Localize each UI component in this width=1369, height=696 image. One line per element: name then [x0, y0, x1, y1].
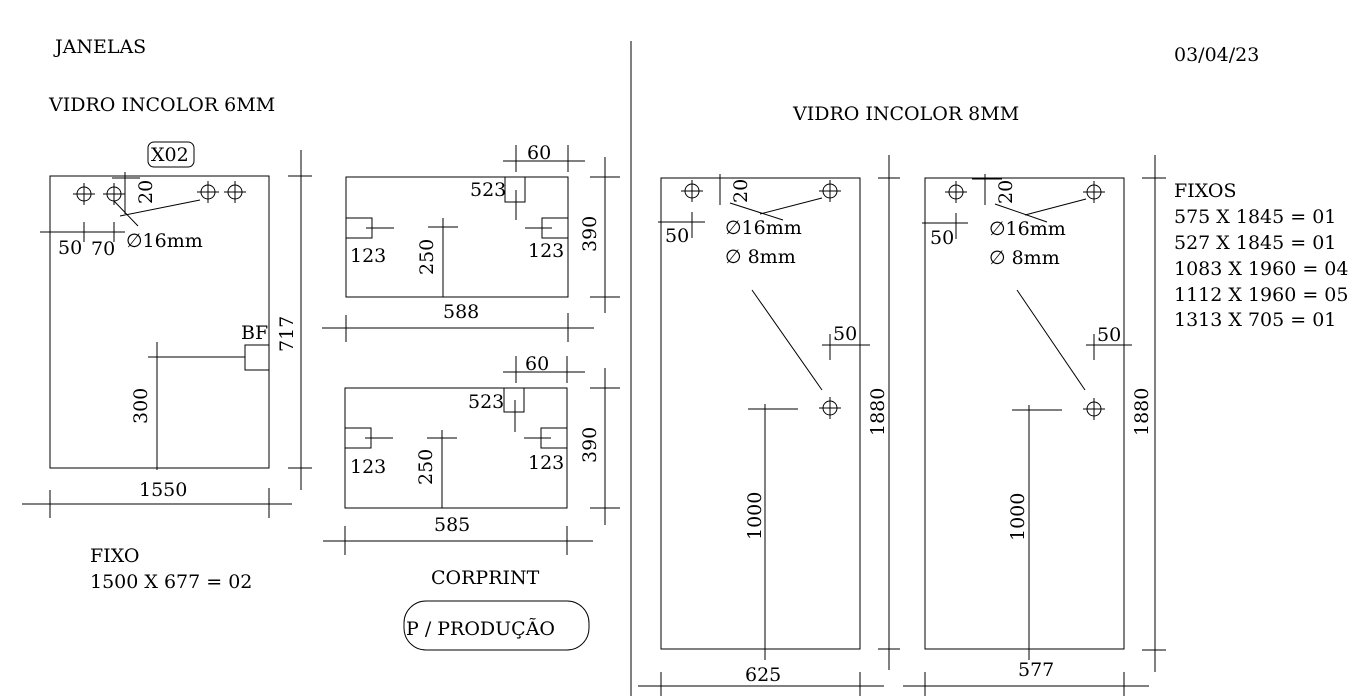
panel-c-dim-20: 20 [995, 180, 1017, 204]
glass-spec-right: VIDRO INCOLOR 8MM [792, 103, 1019, 125]
detail-bottom-dim-123-right: 123 [528, 452, 564, 474]
detail-top-width: 588 [443, 301, 479, 323]
fixos-list-item: 1112 X 1960 = 05 [1174, 284, 1349, 306]
panel-c-outline [924, 177, 1125, 650]
detail-bottom: 60 523 123 250 123 390 585 [323, 353, 620, 555]
panel-a-width: 1550 [139, 479, 187, 501]
fixo-left-line: 1500 X 677 = 02 [90, 571, 252, 593]
panel-c-hole [1083, 398, 1105, 420]
panel-a-tag-box [147, 141, 195, 168]
panel-a-hole-label: ∅16mm [126, 230, 203, 252]
detail-top-dim-250: 250 [416, 239, 438, 275]
panel-c-dim-1880: 1880 [1131, 388, 1153, 436]
panel-a-dim-300: 300 [130, 388, 152, 424]
production-stamp-box [403, 600, 590, 651]
production-stamp-text: P / PRODUÇÃO [406, 618, 555, 640]
leader-line [759, 197, 823, 215]
panel-c: 20 50 ∅16mm ∅ 8mm 50 1000 1880 577 [903, 155, 1166, 696]
detail-bottom-dim-250: 250 [415, 449, 437, 485]
drawing-title: JANELAS [53, 36, 146, 58]
panel-a-hole [73, 183, 95, 205]
leader-line [113, 200, 139, 227]
panel-a-dim-70: 70 [91, 238, 115, 260]
detail-top-dim-523: 523 [470, 179, 506, 201]
leader-line [1016, 289, 1086, 391]
fixos-list-item: 527 X 1845 = 01 [1174, 232, 1336, 254]
panel-c-hole-8: ∅ 8mm [989, 247, 1060, 269]
panel-b: 20 50 ∅16mm ∅ 8mm 50 1000 1880 625 [638, 155, 900, 696]
panel-b-hole-8: ∅ 8mm [725, 246, 796, 268]
fixo-left-label: FIXO [90, 545, 139, 567]
detail-top-dim-123-right: 123 [528, 240, 564, 262]
detail-top: 60 523 123 250 123 390 588 [322, 142, 620, 342]
panel-c-dim-50-side: 50 [1097, 324, 1121, 346]
panel-c-hole [1083, 181, 1105, 203]
panel-a-hole [197, 181, 219, 203]
panel-b-dim-1000: 1000 [744, 492, 766, 540]
detail-bottom-dim-123-left: 123 [350, 456, 386, 478]
corprint-label: CORPRINT [431, 567, 540, 589]
panel-b-dim-50-side: 50 [833, 323, 857, 345]
detail-bottom-width: 585 [434, 514, 470, 536]
panel-b-hole [681, 180, 703, 202]
panel-a-bf-label: BF [241, 322, 268, 344]
detail-top-outline [345, 176, 569, 298]
glass-spec-left: VIDRO INCOLOR 6MM [48, 94, 275, 116]
leader-line [1024, 198, 1087, 216]
fixos-list-item: 1083 X 1960 = 04 [1174, 258, 1349, 280]
leader-line [119, 199, 201, 217]
panel-b-hole [819, 397, 841, 419]
panel-b-outline [660, 177, 861, 650]
panel-a-outline [49, 175, 270, 469]
panel-a-bf-box [244, 344, 270, 371]
notch [504, 177, 526, 203]
panel-c-width: 577 [1018, 659, 1054, 681]
panel-a-tag: X02 [151, 144, 189, 166]
detail-bottom-outline [344, 387, 568, 509]
panel-c-hole [945, 181, 967, 203]
detail-top-dim-123-left: 123 [350, 245, 386, 267]
detail-bottom-dim-390: 390 [579, 427, 601, 463]
detail-top-dim-390: 390 [579, 216, 601, 252]
leader-line [994, 203, 1048, 223]
panel-a-height: 717 [276, 316, 298, 352]
panel-b-dim-50-top: 50 [665, 225, 689, 247]
notch [503, 388, 525, 413]
leader-line [729, 202, 784, 221]
leader-line [751, 289, 823, 391]
panel-b-hole-16: ∅16mm [725, 217, 802, 239]
panel-c-dim-1000: 1000 [1007, 493, 1029, 541]
panel-b-dim-1880: 1880 [867, 388, 889, 436]
panel-b-width: 625 [745, 664, 781, 686]
panel-a-hole [224, 181, 246, 203]
panel-a-dim-20: 20 [135, 180, 157, 204]
panel-a-dim-50: 50 [58, 237, 82, 259]
fixos-label: FIXOS [1174, 180, 1236, 202]
fixos-list-item: 1313 X 705 = 01 [1174, 309, 1336, 331]
fixos-list-item: 575 X 1845 = 01 [1174, 206, 1336, 228]
panel-c-dim-50-top: 50 [930, 227, 954, 249]
drawing-date: 03/04/23 [1174, 44, 1259, 66]
panel-a: X02 20 50 70 ∅16mm BF 300 [22, 141, 312, 518]
panel-c-hole-16: ∅16mm [989, 218, 1066, 240]
panel-b-dim-20: 20 [730, 179, 752, 203]
detail-top-dim-60: 60 [527, 142, 551, 164]
detail-bottom-dim-60: 60 [525, 353, 549, 375]
panel-b-hole [819, 180, 841, 202]
detail-bottom-dim-523: 523 [468, 391, 504, 413]
